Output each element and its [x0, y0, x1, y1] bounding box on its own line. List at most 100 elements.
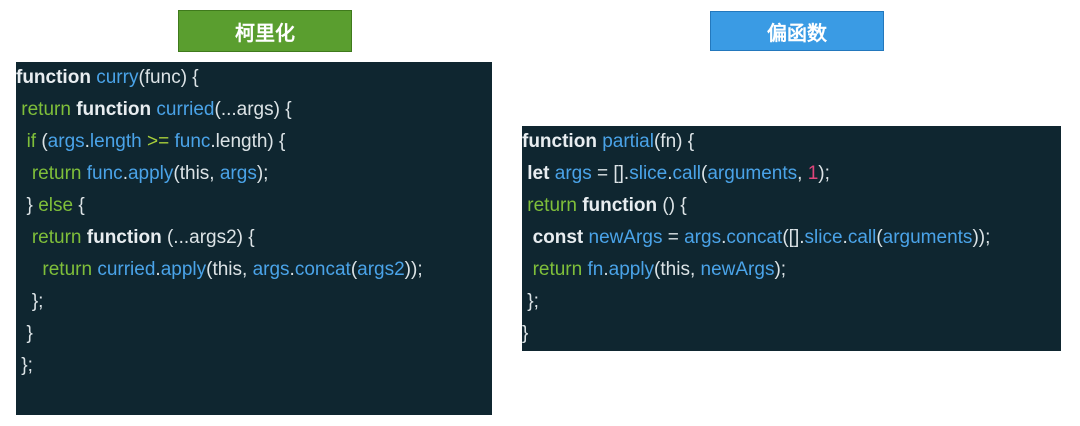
code-token: } — [16, 195, 39, 216]
code-token: function — [76, 99, 152, 120]
code-line: function partial(fn) { — [522, 126, 694, 158]
code-token: args2 — [357, 259, 405, 280]
code-token — [16, 163, 32, 184]
code-token: )); — [972, 227, 991, 248]
code-line: return func.apply(this, args); — [16, 158, 269, 190]
code-token: return — [527, 195, 577, 216]
code-token: . — [721, 227, 727, 248]
code-token: concat — [726, 227, 783, 248]
code-token: apply — [127, 163, 174, 184]
code-token: (...args) { — [214, 99, 292, 120]
code-token: args — [684, 227, 722, 248]
currying-code-block: function curry(func) { return function c… — [16, 62, 492, 415]
code-token: . — [842, 227, 848, 248]
code-token: else — [38, 195, 74, 216]
code-line: }; — [522, 286, 539, 318]
code-token: arguments — [707, 163, 798, 184]
code-token: (...args2) { — [161, 227, 255, 248]
code-token: . — [603, 259, 609, 280]
code-token: curried — [156, 99, 215, 120]
code-token: . — [289, 259, 295, 280]
code-token: }; — [16, 355, 33, 376]
code-token: let — [527, 163, 550, 184]
code-line: }; — [16, 350, 33, 382]
code-token: = []. — [591, 163, 630, 184]
code-token: }; — [522, 291, 539, 312]
code-token: return — [31, 227, 82, 248]
code-token: () { — [657, 195, 687, 216]
code-token: curried — [97, 259, 156, 280]
code-token: apply — [608, 259, 655, 280]
code-token: } — [16, 323, 33, 344]
code-line: return curried.apply(this, args.concat(a… — [16, 254, 423, 286]
code-token: newArgs — [700, 259, 775, 280]
code-token: return — [21, 99, 71, 120]
code-token: const — [532, 227, 584, 248]
code-token: , — [209, 163, 220, 184]
code-token: apply — [160, 259, 207, 280]
code-token: . — [155, 259, 161, 280]
code-token: args — [219, 163, 257, 184]
code-line: return function curried(...args) { — [16, 94, 292, 126]
code-token: } — [522, 323, 529, 344]
code-line: let args = [].slice.call(arguments, 1); — [522, 158, 830, 190]
code-token: ); — [256, 163, 269, 184]
code-token: args — [47, 131, 85, 152]
code-token: return — [532, 259, 583, 280]
code-token: call — [847, 227, 877, 248]
code-token: length — [89, 131, 142, 152]
code-token: ( — [350, 259, 358, 280]
code-line: } — [16, 318, 33, 350]
partial-function-label: 偏函数 — [710, 11, 884, 51]
code-token: function — [522, 131, 597, 152]
code-token — [16, 227, 32, 248]
code-line: if (args.length >= func.length) { — [16, 126, 286, 158]
code-line: } else { — [16, 190, 85, 222]
code-token: function — [16, 67, 91, 88]
code-line: function curry(func) { — [16, 62, 199, 94]
code-token: partial — [602, 131, 654, 152]
code-line: const newArgs = args.concat([].slice.cal… — [522, 222, 991, 254]
code-token: call — [672, 163, 702, 184]
currying-label: 柯里化 — [178, 10, 352, 52]
code-token: ( — [206, 259, 213, 280]
code-line: return fn.apply(this, newArgs); — [522, 254, 786, 286]
code-token: curry — [96, 67, 139, 88]
code-token: , — [689, 259, 701, 280]
code-token: ); — [774, 259, 787, 280]
code-token: this — [660, 259, 690, 280]
code-token — [16, 131, 27, 152]
code-token: args — [554, 163, 592, 184]
code-line: }; — [16, 286, 44, 318]
code-token: { — [73, 195, 85, 216]
code-token: function — [582, 195, 658, 216]
code-token: .length) { — [210, 131, 286, 152]
code-line: return function () { — [522, 190, 687, 222]
code-token: args — [252, 259, 290, 280]
code-token: (func) { — [138, 67, 199, 88]
code-token: slice — [629, 163, 668, 184]
code-token: arguments — [882, 227, 973, 248]
code-token: return — [42, 259, 93, 280]
code-token — [522, 227, 533, 248]
code-token: newArgs — [588, 227, 663, 248]
code-token: = — [662, 227, 685, 248]
code-token: this — [212, 259, 243, 280]
code-token: }; — [16, 291, 44, 312]
code-line: return function (...args2) { — [16, 222, 255, 254]
code-token: ( — [36, 131, 48, 152]
code-token: ); — [818, 163, 830, 184]
code-token: fn — [587, 259, 604, 280]
code-token: ( — [701, 163, 708, 184]
code-token — [16, 259, 42, 280]
code-token: if — [26, 131, 37, 152]
code-token — [522, 259, 533, 280]
code-token: , — [242, 259, 253, 280]
code-token: return — [31, 163, 82, 184]
code-token: (fn) { — [653, 131, 695, 152]
code-token: concat — [294, 259, 351, 280]
code-token: ( — [173, 163, 180, 184]
code-token: . — [84, 131, 90, 152]
code-token: )); — [404, 259, 423, 280]
code-token: slice — [804, 227, 843, 248]
